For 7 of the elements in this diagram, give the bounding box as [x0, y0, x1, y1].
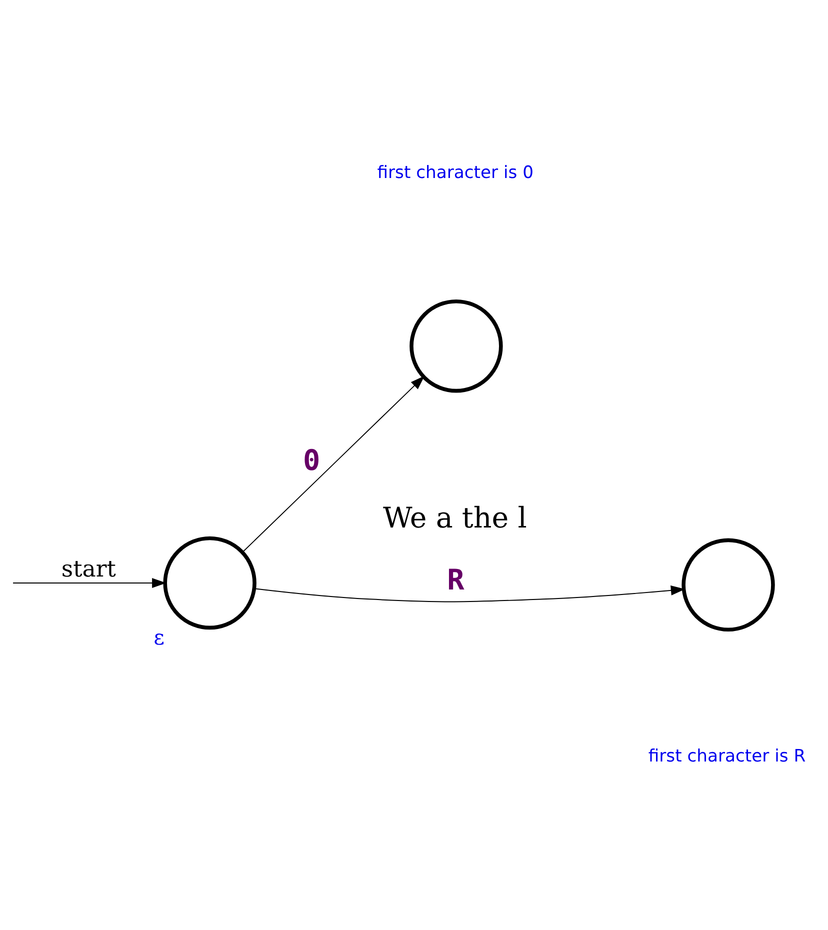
edge-label: start: [61, 556, 116, 582]
node-label: ε: [154, 624, 165, 649]
edge-label: R: [447, 563, 464, 596]
label: first character is R: [648, 746, 806, 766]
edge-label: 0: [303, 443, 320, 476]
label: We a the l: [382, 500, 527, 534]
label: first character is 0: [377, 162, 534, 183]
